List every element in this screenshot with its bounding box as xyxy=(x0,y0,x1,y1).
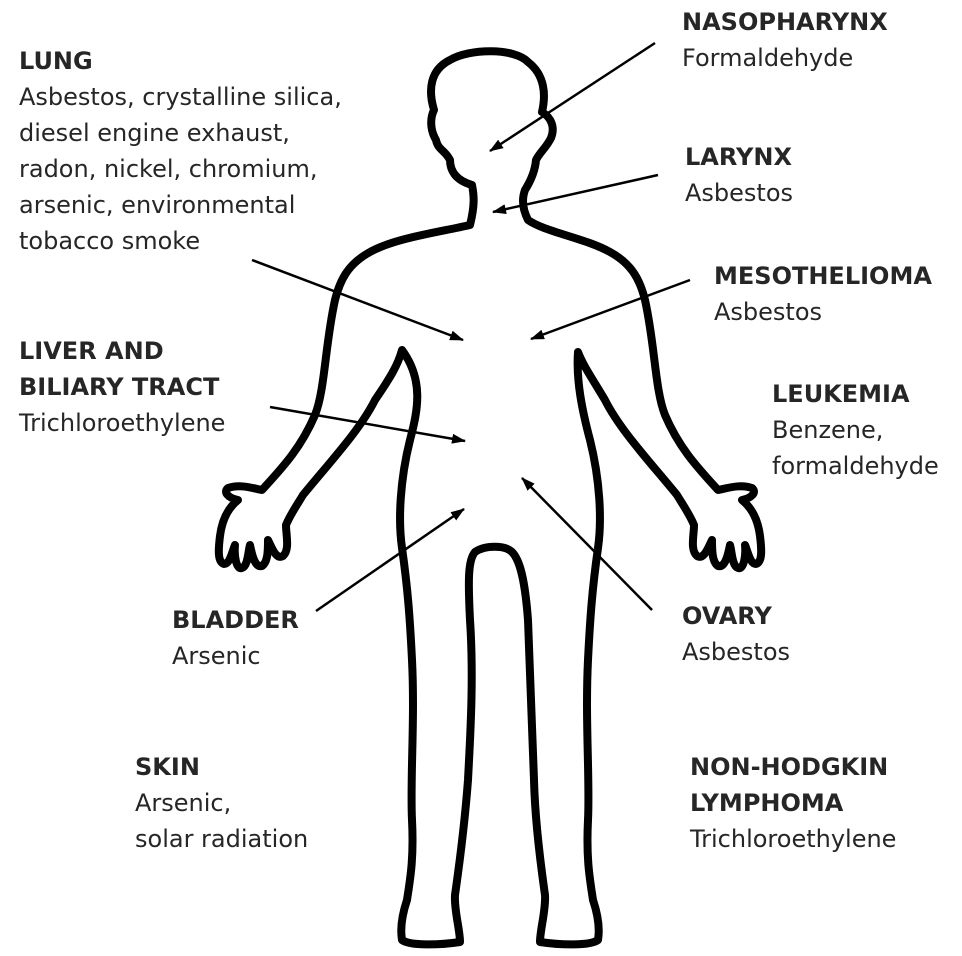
label-agents: Asbestos, crystalline silica, xyxy=(19,79,342,115)
label-title: NON-HODGKIN xyxy=(690,749,896,785)
label-title: LYMPHOMA xyxy=(690,785,896,821)
label-larynx: LARYNX Asbestos xyxy=(685,139,793,211)
arrow-ovary xyxy=(522,478,652,610)
label-title: LARYNX xyxy=(685,139,793,175)
arrow-nasopharynx xyxy=(490,43,655,151)
label-agents: Benzene, xyxy=(772,412,939,448)
label-agents: Asbestos xyxy=(714,294,932,330)
label-agents: diesel engine exhaust, xyxy=(19,115,342,151)
arrow-lung xyxy=(252,260,463,340)
arrow-mesothelioma xyxy=(531,280,690,339)
label-title: LUNG xyxy=(19,43,342,79)
label-agents: formaldehyde xyxy=(772,448,939,484)
label-title: NASOPHARYNX xyxy=(682,4,888,40)
label-agents: Asbestos xyxy=(682,634,790,670)
label-skin: SKIN Arsenic, solar radiation xyxy=(135,749,308,857)
label-agents: Formaldehyde xyxy=(682,40,888,76)
label-title: OVARY xyxy=(682,598,790,634)
label-agents: radon, nickel, chromium, xyxy=(19,151,342,187)
label-title: MESOTHELIOMA xyxy=(714,258,932,294)
label-agents: Trichloroethylene xyxy=(19,405,225,441)
label-agents: Asbestos xyxy=(685,175,793,211)
label-bladder: BLADDER Arsenic xyxy=(172,602,299,674)
arrow-bladder xyxy=(316,509,464,611)
label-agents: Arsenic xyxy=(172,638,299,674)
label-leukemia: LEUKEMIA Benzene, formaldehyde xyxy=(772,376,939,484)
label-title: BLADDER xyxy=(172,602,299,638)
label-agents: solar radiation xyxy=(135,821,308,857)
label-agents: Arsenic, xyxy=(135,785,308,821)
label-agents: arsenic, environmental xyxy=(19,187,342,223)
label-non-hodgkin-lymphoma: NON-HODGKIN LYMPHOMA Trichloroethylene xyxy=(690,749,896,857)
label-agents: tobacco smoke xyxy=(19,223,342,259)
label-ovary: OVARY Asbestos xyxy=(682,598,790,670)
label-agents: Trichloroethylene xyxy=(690,821,896,857)
label-title: SKIN xyxy=(135,749,308,785)
label-mesothelioma: MESOTHELIOMA Asbestos xyxy=(714,258,932,330)
label-title: LEUKEMIA xyxy=(772,376,939,412)
label-title: BILIARY TRACT xyxy=(19,369,225,405)
arrow-larynx xyxy=(493,175,658,212)
label-liver-biliary: LIVER AND BILIARY TRACT Trichloroethylen… xyxy=(19,333,225,441)
label-title: LIVER AND xyxy=(19,333,225,369)
label-nasopharynx: NASOPHARYNX Formaldehyde xyxy=(682,4,888,76)
label-lung: LUNG Asbestos, crystalline silica, diese… xyxy=(19,43,342,259)
